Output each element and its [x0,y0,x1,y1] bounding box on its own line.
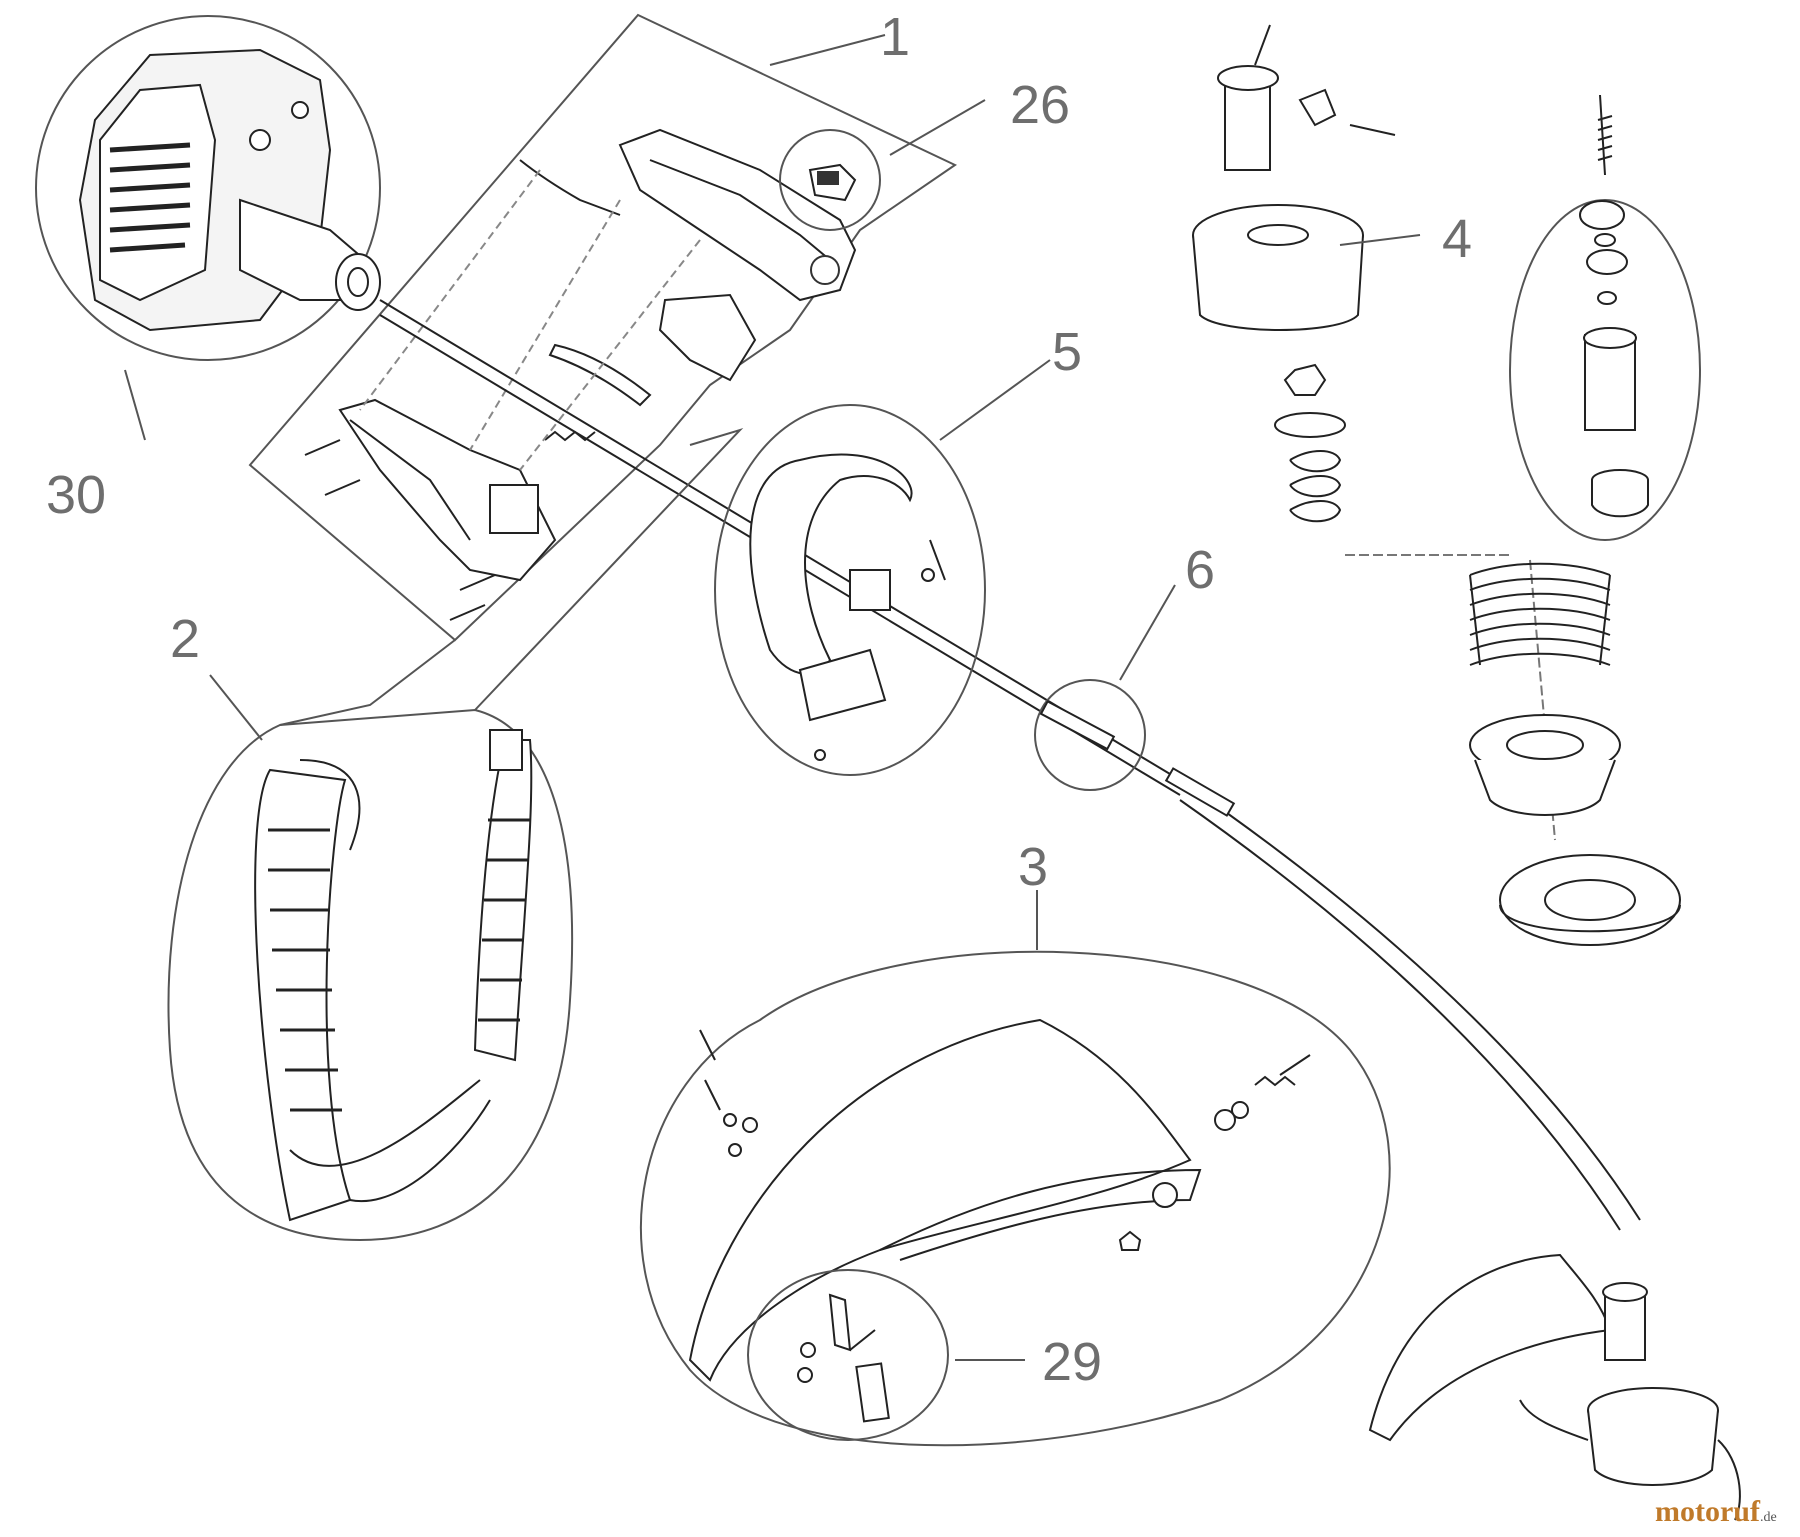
guard-detail-circle [639,950,1391,1447]
throttle-housing [618,128,857,302]
guard-icon [688,1018,1311,1382]
callout-2: 2 [170,609,201,669]
line-coil [1469,562,1611,666]
callout-5: 5 [1052,322,1083,382]
blade-kit-detail-circle [747,1269,949,1441]
callout-26: 26 [1010,75,1071,135]
callout-1: 1 [880,7,911,67]
assembled-trimmer-head [1368,1253,1741,1521]
engine-detail-circle [35,15,381,361]
callout-4: 4 [1442,209,1473,269]
watermark-tld: .de [1759,1510,1777,1525]
callout-6: 6 [1185,540,1216,600]
bearing-detail-circle [1509,94,1701,541]
harness-detail-circle [167,708,574,1242]
loop-handle-icon [749,453,946,761]
harness-strap-icon [254,729,533,1222]
callout-30: 30 [46,465,107,525]
watermark-name: motoruf [1655,1495,1760,1528]
callout-leader-lines [124,34,1421,741]
spool-base [1499,854,1681,946]
loop-handle-detail-circle [714,404,986,776]
spool [1469,714,1621,816]
handle-assembly-group [248,13,958,642]
engine-icon [78,48,381,332]
lower-handle [338,398,557,582]
watermark-logo: motoruf.de [1655,1495,1777,1529]
gear-head-exploded [1192,24,1556,841]
latch-detail-circle [779,129,881,231]
callout-29: 29 [1042,1332,1103,1392]
callout-3: 3 [1018,837,1049,897]
shaft-coupling-detail-circle [1034,679,1146,791]
